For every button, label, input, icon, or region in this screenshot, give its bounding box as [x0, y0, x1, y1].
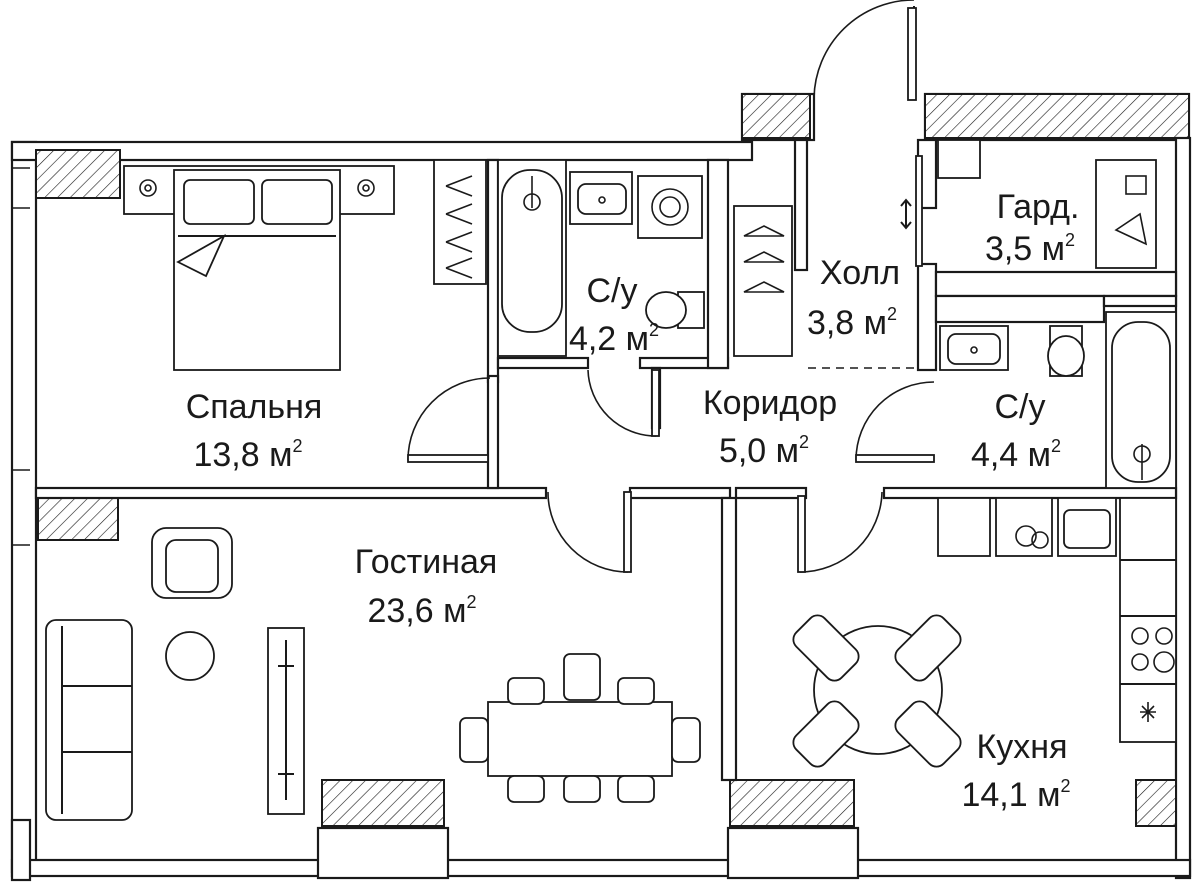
inner-walls	[34, 138, 1178, 782]
room-label-kitchen: Кухня 14,1 м2	[961, 728, 1070, 814]
room-area: 23,6 м2	[367, 592, 476, 630]
kitchen-table-icon	[792, 614, 962, 768]
outer-walls	[10, 92, 1192, 882]
room-area: 3,8 м2	[807, 304, 897, 342]
bathtub-icon	[497, 159, 567, 357]
room-area: 4,4 м2	[971, 436, 1061, 474]
room-area: 13,8 м2	[193, 436, 302, 474]
stove-icon	[1119, 497, 1177, 743]
bedroom-door-swing	[407, 377, 491, 461]
room-label-bath1: С/у 4,2 м2	[569, 272, 659, 358]
room-area: 5,0 м2	[719, 432, 809, 470]
kitchen-door-swing	[799, 491, 883, 573]
room-name: С/у	[587, 272, 638, 310]
room-label-bedroom: Спальня 13,8 м2	[186, 388, 323, 474]
room-area: 4,2 м2	[569, 320, 659, 358]
room-label-living: Гостиная 23,6 м2	[355, 543, 498, 630]
bed-icon	[123, 165, 395, 371]
room-name: Гостиная	[355, 543, 498, 581]
bathroom2-fixtures	[939, 311, 1177, 489]
doors	[407, 0, 935, 573]
room-name: С/у	[995, 388, 1046, 426]
room-name: Кухня	[977, 728, 1068, 766]
room-area: 14,1 м2	[961, 776, 1070, 814]
room-name: Холл	[820, 254, 900, 292]
room-name: Коридор	[703, 384, 837, 422]
room-area: 3,5 м2	[985, 230, 1075, 268]
tv-stand-icon	[267, 627, 305, 815]
round-table-icon	[165, 631, 215, 681]
hanger-icon	[937, 139, 1157, 269]
bath2-door-swing	[855, 381, 935, 461]
dining-table-icon	[459, 653, 701, 803]
room-name: Спальня	[186, 388, 323, 426]
living-door-swing	[547, 491, 629, 573]
bath1-door-swing	[587, 369, 657, 437]
wardrobe-bedroom-icon	[433, 159, 487, 285]
entry-door-swing	[813, 0, 915, 99]
sofa-icon	[45, 619, 133, 821]
toilet-icon	[645, 291, 705, 329]
hall-wardrobe-icon	[733, 205, 793, 357]
room-label-hall: Холл 3,8 м2	[807, 254, 900, 342]
kitchen-counter-icon	[937, 497, 1117, 557]
room-label-wardrobe: Гард. 3,5 м2	[985, 188, 1079, 268]
sink-icon	[569, 171, 633, 225]
room-name: Гард.	[997, 188, 1080, 226]
room-label-corridor: Коридор 5,0 м2	[703, 384, 837, 470]
washing-machine-icon	[637, 175, 703, 239]
armchair-icon	[151, 527, 233, 599]
room-label-bath2: С/у 4,4 м2	[971, 388, 1061, 474]
